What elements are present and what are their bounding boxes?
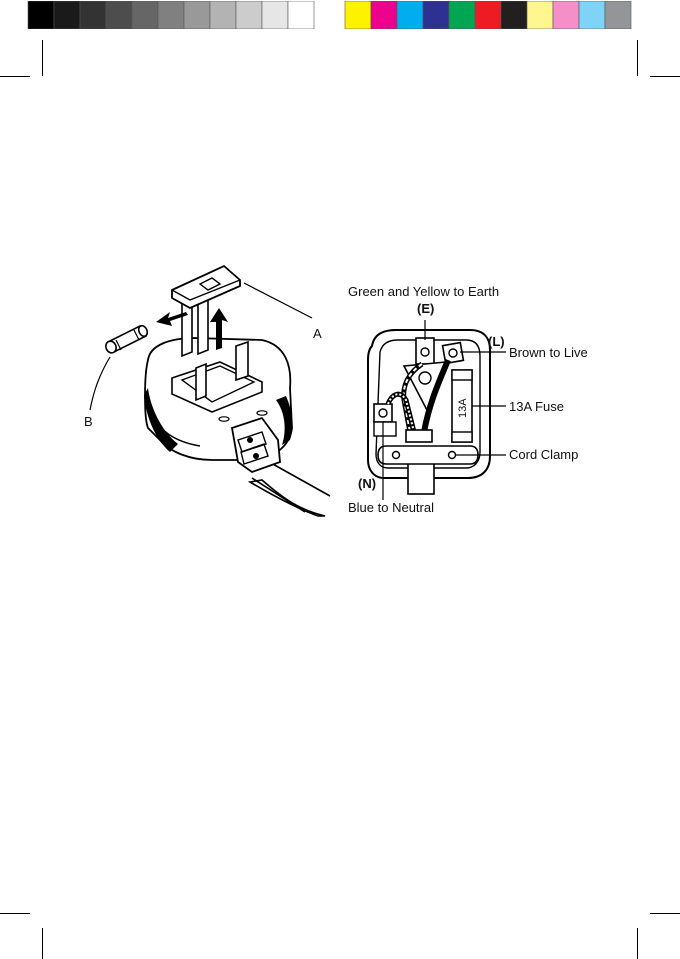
neutral-label: Blue to Neutral	[348, 500, 434, 515]
leader-line-b	[90, 357, 110, 410]
label-b: B	[84, 414, 93, 429]
clamp-label: Cord Clamp	[509, 447, 578, 462]
fuse-marking: 13A	[457, 398, 469, 418]
live-label: Brown to Live	[509, 345, 588, 360]
fuse-label: 13A Fuse	[509, 399, 564, 414]
plug-pin	[196, 364, 206, 400]
fuse-cartridge	[104, 324, 149, 354]
label-a: A	[313, 326, 322, 341]
leader-line-a	[244, 283, 312, 318]
plug-pin	[236, 342, 248, 380]
live-code: (L)	[488, 334, 505, 349]
cable-sheath	[406, 430, 432, 442]
plug-fuse-removal-diagram: A B	[84, 266, 330, 516]
earth-code: (E)	[417, 301, 434, 316]
plug-wiring-diagram: 13A Green and Yellow to Earth (E) (L) Br…	[348, 284, 588, 515]
plug-cable	[250, 480, 325, 516]
earth-label: Green and Yellow to Earth	[348, 284, 499, 299]
neutral-code: (N)	[358, 476, 376, 491]
